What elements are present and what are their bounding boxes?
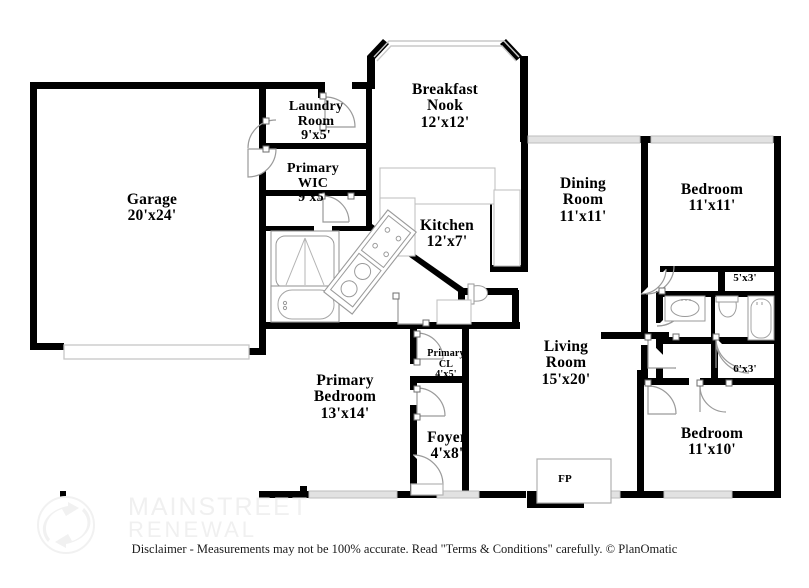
- room-label-foyer: Foyer 4'x8': [427, 429, 467, 463]
- windows: [63, 40, 774, 499]
- garage-door: [63, 344, 250, 360]
- room-label-primary-bedroom: Primary Bedroom 13'x14': [313, 372, 377, 422]
- kitchen-fixtures: [323, 167, 521, 325]
- room-label-closet-6x3: 6'x3': [733, 363, 757, 375]
- room-label-bedroom-2: Bedroom 11'x11': [680, 181, 744, 215]
- room-label-primary-cl: Primary CL 4'x5': [427, 348, 465, 380]
- room-label-primary-wic: Primary WIC 9'x5': [287, 161, 339, 206]
- fireplace-fixture: [536, 458, 612, 504]
- room-label-breakfast-nook: Breakfast Nook 12'x12': [411, 81, 479, 131]
- room-label-bedroom-3: Bedroom 11'x10': [680, 425, 744, 459]
- room-label-dining-room: Dining Room 11'x11': [559, 175, 607, 225]
- room-label-kitchen: Kitchen 12'x7': [420, 217, 474, 251]
- room-label-closet-5x3: 5'x3': [733, 272, 757, 284]
- room-label-garage: Garage 20'x24': [126, 191, 178, 225]
- door-jambs: [262, 92, 733, 421]
- room-label-fireplace: FP: [558, 473, 572, 485]
- bathroom-fixtures: [270, 230, 775, 341]
- room-label-living-room: Living Room 15'x20': [541, 338, 591, 388]
- room-label-laundry: Laundry Room 9'x5': [288, 99, 344, 144]
- disclaimer-text: Disclaimer - Measurements may not be 100…: [131, 542, 678, 556]
